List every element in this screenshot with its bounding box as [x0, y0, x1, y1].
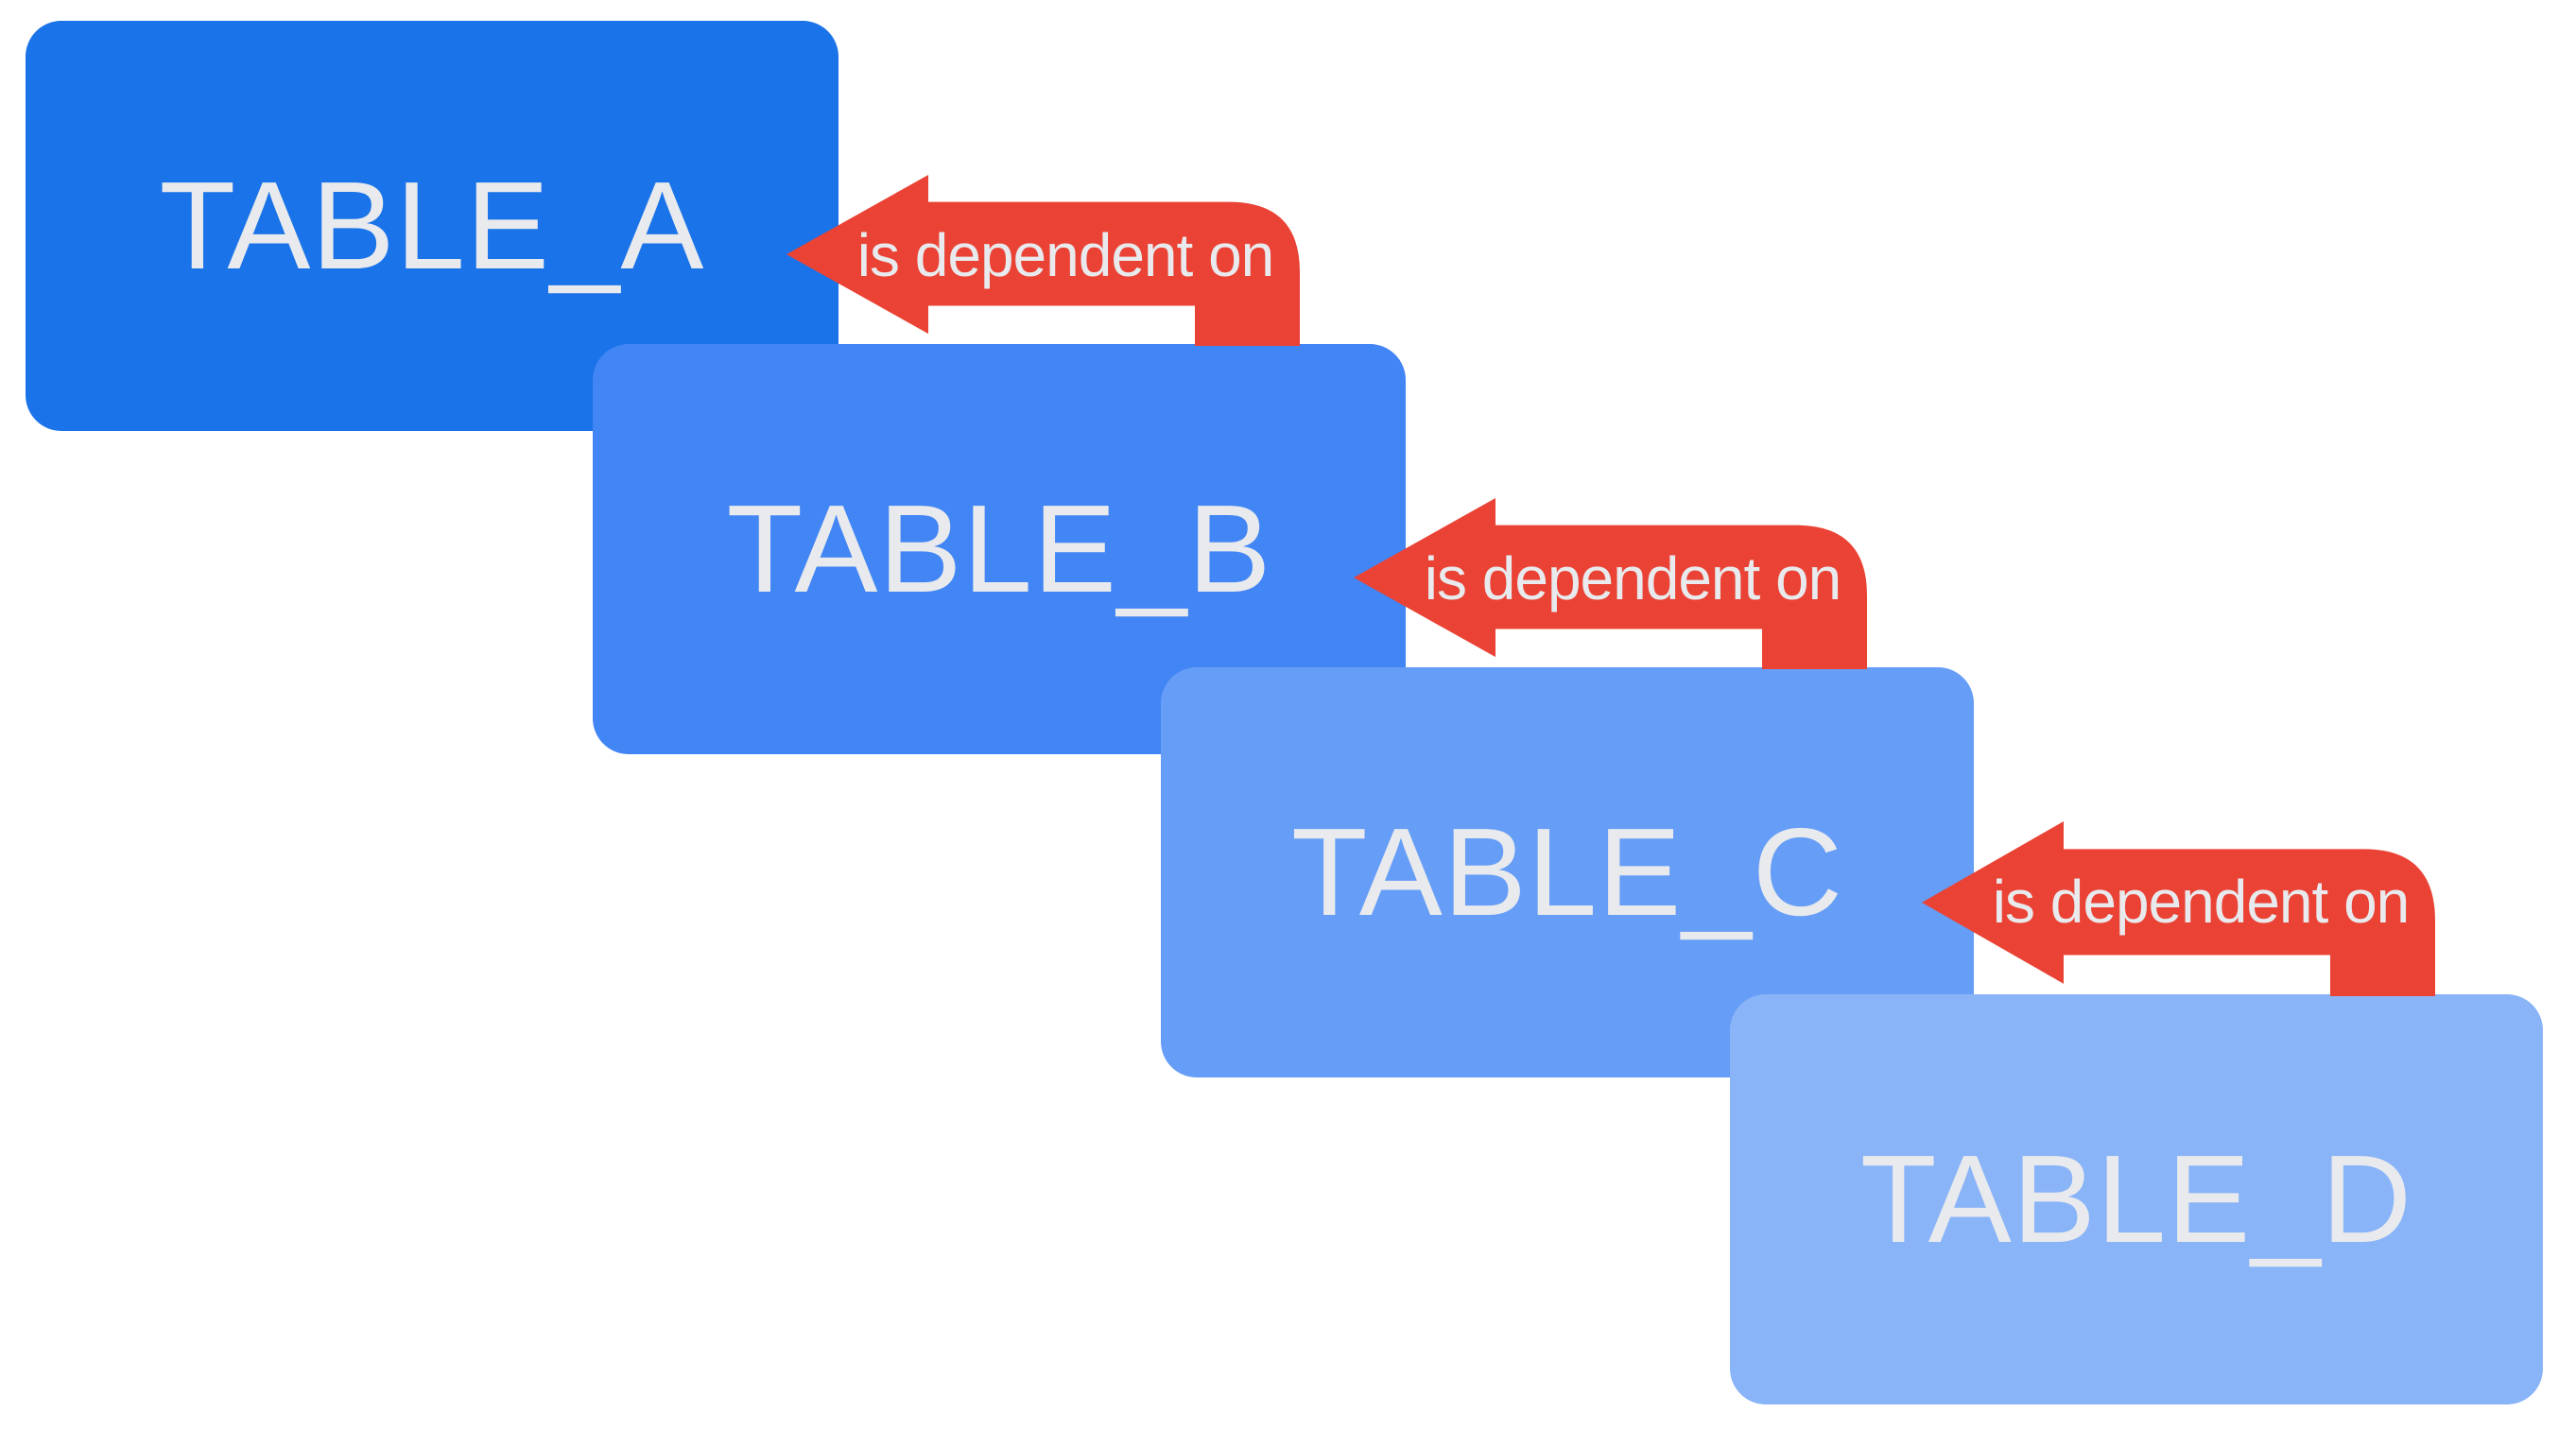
dependency-arrow-c-to-b: is dependent on — [1354, 498, 1867, 669]
left-elbow-arrow-icon — [1922, 821, 2435, 996]
left-elbow-arrow-icon — [787, 175, 1300, 346]
dependency-arrow-d-to-c: is dependent on — [1922, 821, 2435, 996]
table-a-box: TABLE_A — [26, 21, 838, 431]
table-d-label: TABLE_D — [1859, 1129, 2413, 1268]
table-a-label: TABLE_A — [159, 156, 705, 295]
table-c-label: TABLE_C — [1290, 802, 1844, 941]
dependency-arrow-b-to-a: is dependent on — [787, 175, 1300, 346]
table-b-label: TABLE_B — [726, 479, 1272, 618]
dependency-arrow-label: is dependent on — [1424, 543, 1842, 612]
table-d-box: TABLE_D — [1730, 994, 2543, 1404]
dependency-arrow-label: is dependent on — [856, 220, 1275, 289]
dependency-arrow-label: is dependent on — [1992, 867, 2411, 936]
left-elbow-arrow-icon — [1354, 498, 1867, 669]
